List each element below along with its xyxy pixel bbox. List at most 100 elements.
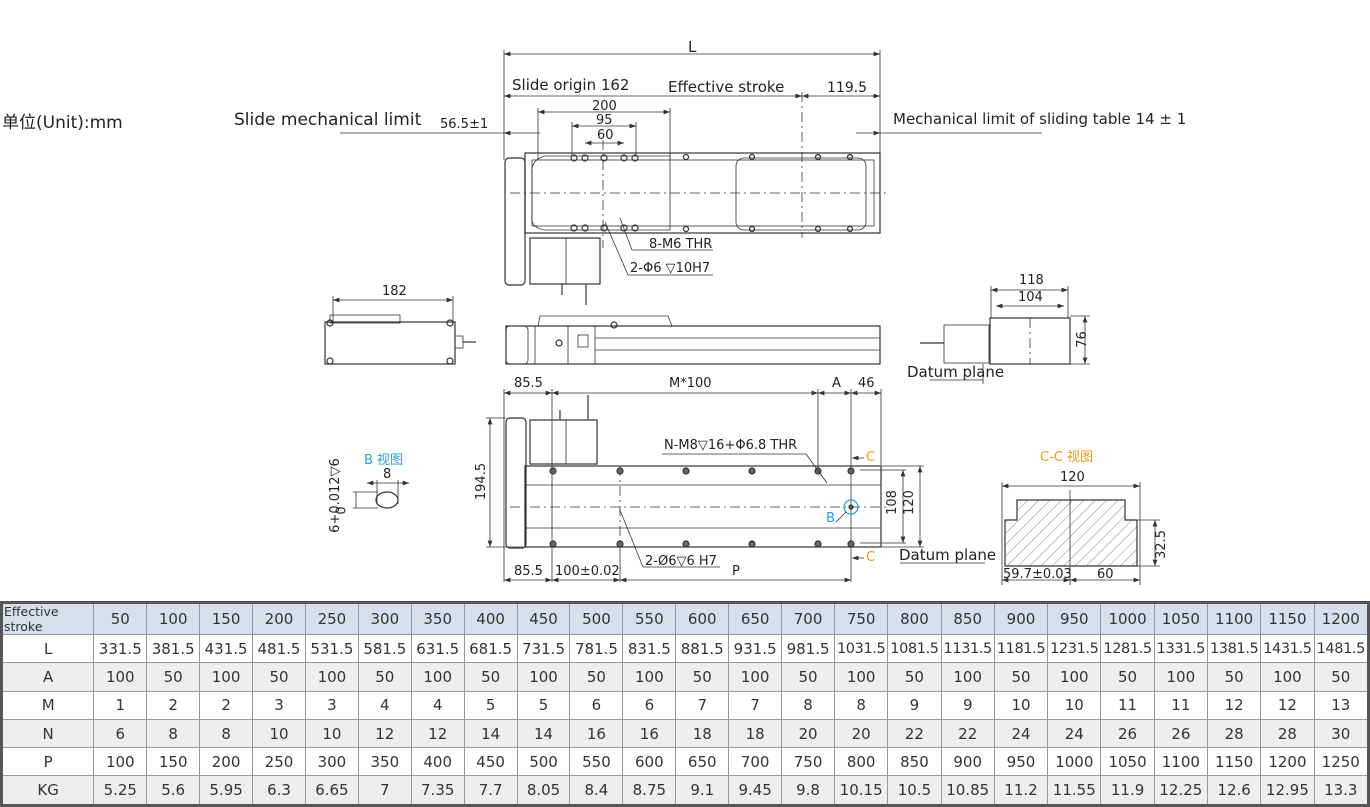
table-cell: 12 [410,718,465,749]
table-cell: 9.8 [781,775,836,806]
table-cell: 931.5 [728,633,783,664]
stroke-header-cell: 1050 [1153,602,1208,635]
dim-100-tolerance: 100±0.02 [555,564,620,579]
table-cell: 50 [357,662,412,692]
table-cell: 350 [357,747,412,777]
table-cell: 10.15 [834,775,889,806]
table-cell: 400 [410,747,465,777]
dim-46: 46 [858,376,875,391]
table-cell: 5 [516,690,571,720]
table-cell: 7.7 [463,775,518,806]
table-cell: 2 [199,690,254,720]
table-cell: 3 [252,690,306,720]
dim-95: 95 [596,113,613,128]
table-cell: 731.5 [516,633,571,664]
table-cell: 24 [993,718,1049,749]
stroke-header-cell: 350 [410,602,465,635]
table-cell: 7 [675,690,730,720]
table-cell: 26 [1153,718,1208,749]
table-cell: 50 [1313,662,1370,692]
b-view-tolerance-low: 0 [334,506,350,515]
row-label: M [0,690,95,720]
marker-C-top: C [866,450,876,465]
dim-119-5: 119.5 [827,80,868,96]
dim-A: A [832,376,841,391]
table-cell: 3 [304,690,359,720]
table-cell: 1100 [1153,747,1208,777]
stroke-header-cell: 100 [146,602,201,635]
table-cell: 100 [516,662,571,692]
stroke-header-cell: 850 [940,602,995,635]
table-cell: 4 [410,690,465,720]
table-cell: 450 [463,747,518,777]
table-cell: 50 [146,662,201,692]
table-cell: 431.5 [199,633,254,664]
table-cell: 50 [1100,662,1155,692]
table-cell: 11.55 [1047,775,1102,806]
callout-2-phi6: 2-Φ6 ▽10H7 [630,261,711,276]
table-cell: 8.75 [622,775,677,806]
table-cell: 8 [146,718,201,749]
table-cell: 13 [1313,690,1370,720]
marker-C-bottom: C [866,550,876,565]
table-cell: 5.6 [146,775,201,806]
table-cell: 30 [1313,718,1370,749]
unit-label: 单位(Unit):mm [2,113,123,133]
table-cell: 300 [304,747,359,777]
table-cell: 6 [622,690,677,720]
row-label: Effective stroke [0,602,95,635]
stroke-header-cell: 1000 [1100,602,1155,635]
table-cell: 850 [887,747,942,777]
table-cell: 681.5 [463,633,518,664]
table-cell: 7 [357,775,412,806]
table-cell: 1 [93,690,148,720]
dim-L: L [688,38,697,56]
table-cell: 1031.5 [834,633,889,664]
table-cell: 631.5 [410,633,465,664]
dim-85-5-top: 85.5 [514,376,543,391]
stroke-header-cell: 550 [622,602,677,635]
table-cell: 600 [622,747,677,777]
stroke-header-cell: 400 [463,602,518,635]
table-cell: 1150 [1206,747,1262,777]
table-cell: 1281.5 [1100,633,1155,664]
table-cell: 550 [569,747,624,777]
table-cell: 11 [1100,690,1155,720]
table-cell: 12 [357,718,412,749]
stroke-header-cell: 650 [728,602,783,635]
table-cell: 20 [834,718,889,749]
table-cell: 481.5 [252,633,306,664]
b-view-dim-8: 8 [383,467,392,482]
dim-108: 108 [884,490,900,515]
callout-2-o6: 2-Ø6▽6 H7 [645,554,717,569]
table-cell: 331.5 [93,633,148,664]
table-cell: 1200 [1260,747,1315,777]
dim-P: P [732,564,740,579]
table-cell: 8 [199,718,254,749]
cc-view-dim-120: 120 [1060,470,1085,485]
mechanical-limit-table-label: Mechanical limit of sliding table 14 ± 1 [893,110,1187,128]
table-cell: 1131.5 [940,633,995,664]
stroke-header-cell: 450 [516,602,571,635]
table-cell: 8 [781,690,836,720]
table-cell: 8 [834,690,889,720]
table-cell: 18 [728,718,783,749]
table-cell: 24 [1047,718,1102,749]
table-cell: 10 [1047,690,1102,720]
table-cell: 1231.5 [1047,633,1102,664]
table-cell: 50 [569,662,624,692]
table-cell: 1431.5 [1260,633,1315,664]
dim-200: 200 [592,99,617,114]
table-cell: 1000 [1047,747,1102,777]
technical-drawing [324,50,1160,585]
table-cell: 10.85 [940,775,995,806]
slide-mechanical-limit-label: Slide mechanical limit [234,110,422,130]
table-cell: 4 [357,690,412,720]
dim-120-bottom-view: 120 [901,490,917,515]
cc-view-dim-32-5: 32.5 [1153,530,1169,559]
